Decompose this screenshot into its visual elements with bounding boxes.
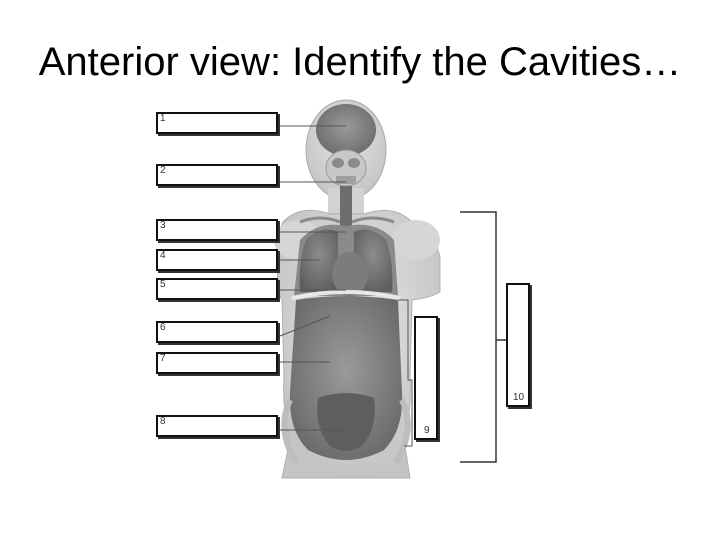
skull-face xyxy=(325,149,367,187)
label-number: 3 xyxy=(160,220,166,231)
hip-bone-right xyxy=(393,398,411,464)
heart xyxy=(332,252,368,296)
clavicle-left xyxy=(299,216,341,224)
label-number: 10 xyxy=(513,392,525,403)
clavicle-right xyxy=(351,216,395,224)
label-number: 4 xyxy=(160,250,166,261)
label-box-7[interactable]: 7 xyxy=(156,352,278,374)
bracket-10 xyxy=(460,211,497,463)
lung-left xyxy=(299,229,338,292)
label-number: 2 xyxy=(160,165,166,176)
bracket-9 xyxy=(398,299,413,447)
label-box-1[interactable]: 1 xyxy=(156,112,278,134)
pelvic-cavity xyxy=(317,393,375,451)
label-number: 5 xyxy=(160,279,166,290)
vertebral-canal xyxy=(340,186,352,228)
label-box-9[interactable]: 9 xyxy=(414,316,438,440)
label-number: 7 xyxy=(160,353,166,364)
label-box-6[interactable]: 6 xyxy=(156,321,278,343)
label-number: 8 xyxy=(160,416,166,427)
label-number: 9 xyxy=(424,425,430,436)
cranial-cavity xyxy=(316,104,376,156)
label-box-5[interactable]: 5 xyxy=(156,278,278,300)
label-box-3[interactable]: 3 xyxy=(156,219,278,241)
label-number: 1 xyxy=(160,113,166,124)
label-box-4[interactable]: 4 xyxy=(156,249,278,271)
label-box-2[interactable]: 2 xyxy=(156,164,278,186)
leader-line-6 xyxy=(279,315,331,337)
diaphragm xyxy=(291,290,401,300)
label-box-10[interactable]: 10 xyxy=(506,283,530,407)
label-box-8[interactable]: 8 xyxy=(156,415,278,437)
label-number: 6 xyxy=(160,322,166,333)
hip-bone-left xyxy=(281,398,299,464)
slide-title: Anterior view: Identify the Cavities… xyxy=(38,40,682,84)
